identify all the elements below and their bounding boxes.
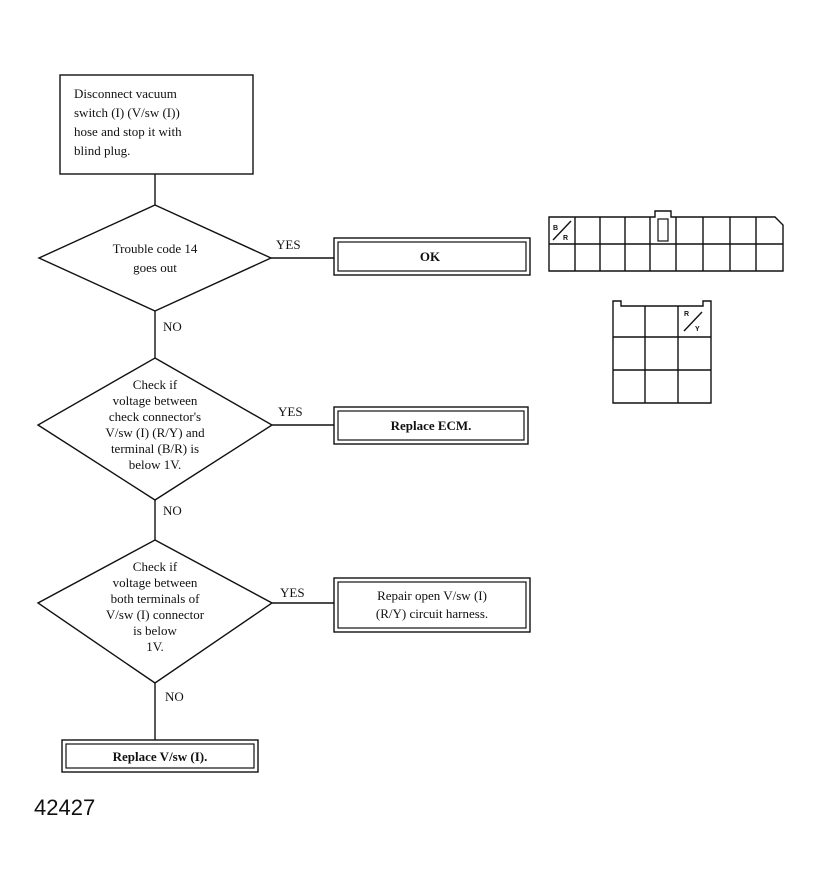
decision2-line-2: voltage between bbox=[113, 393, 198, 408]
result-ok-text: OK bbox=[420, 249, 441, 264]
result-repair-harness-box: Repair open V/sw (I) (R/Y) circuit harne… bbox=[333, 577, 531, 633]
pin-b-label: B bbox=[553, 225, 558, 232]
vsw-connector-diagram: R Y bbox=[612, 300, 712, 404]
decision2-line-6: below 1V. bbox=[129, 457, 181, 472]
decision3-line-5: is below bbox=[133, 623, 177, 638]
decision2-line-5: terminal (B/R) is bbox=[111, 441, 199, 456]
result-replace-vsw-box: Replace V/sw (I). bbox=[61, 739, 259, 773]
result-replace-ecm-text: Replace ECM. bbox=[391, 418, 472, 433]
no-label-2: NO bbox=[163, 503, 182, 518]
decision2-line-1: Check if bbox=[133, 377, 178, 392]
decision2-line-4: V/sw (I) (R/Y) and bbox=[105, 425, 205, 440]
result-replace-ecm-box: Replace ECM. bbox=[333, 406, 529, 445]
yes-label-3: YES bbox=[280, 585, 305, 600]
pin-r-label-2: R bbox=[684, 311, 689, 318]
no-label-3: NO bbox=[165, 689, 184, 704]
start-step-line-1: Disconnect vacuum bbox=[74, 86, 177, 101]
pin-r-label: R bbox=[563, 235, 568, 242]
start-step-box: Disconnect vacuum switch (I) (V/sw (I)) … bbox=[59, 74, 254, 175]
result-replace-vsw-text: Replace V/sw (I). bbox=[113, 749, 208, 764]
decision-check-connector-voltage: Check if voltage between check connector… bbox=[36, 357, 274, 501]
result-ok-box: OK bbox=[333, 237, 531, 276]
decision-check-vsw-connector-voltage: Check if voltage between both terminals … bbox=[36, 539, 274, 684]
result-repair-line-2: (R/Y) circuit harness. bbox=[376, 606, 488, 621]
decision3-line-4: V/sw (I) connector bbox=[106, 607, 205, 622]
start-step-line-3: hose and stop it with bbox=[74, 124, 182, 139]
check-connector-diagram: B R bbox=[548, 210, 784, 272]
decision1-line-1: Trouble code 14 bbox=[113, 241, 198, 256]
pin-y-label: Y bbox=[695, 326, 700, 333]
yes-label-1: YES bbox=[276, 237, 301, 252]
pin-marking-r-y: R Y bbox=[683, 311, 703, 333]
start-step-line-2: switch (I) (V/sw (I)) bbox=[74, 105, 180, 120]
result-repair-line-1: Repair open V/sw (I) bbox=[377, 588, 487, 603]
no-label-1: NO bbox=[163, 319, 182, 334]
yes-label-2: YES bbox=[278, 404, 303, 419]
decision3-line-6: 1V. bbox=[146, 639, 163, 654]
decision2-line-3: check connector's bbox=[109, 409, 201, 424]
decision1-line-2: goes out bbox=[133, 260, 177, 275]
figure-number: 42427 bbox=[34, 795, 95, 820]
decision3-line-3: both terminals of bbox=[111, 591, 200, 606]
pin-marking-b-r: B R bbox=[552, 220, 572, 242]
start-step-line-4: blind plug. bbox=[74, 143, 130, 158]
decision3-line-2: voltage between bbox=[113, 575, 198, 590]
decision-trouble-code: Trouble code 14 goes out bbox=[37, 204, 273, 312]
decision3-line-1: Check if bbox=[133, 559, 178, 574]
